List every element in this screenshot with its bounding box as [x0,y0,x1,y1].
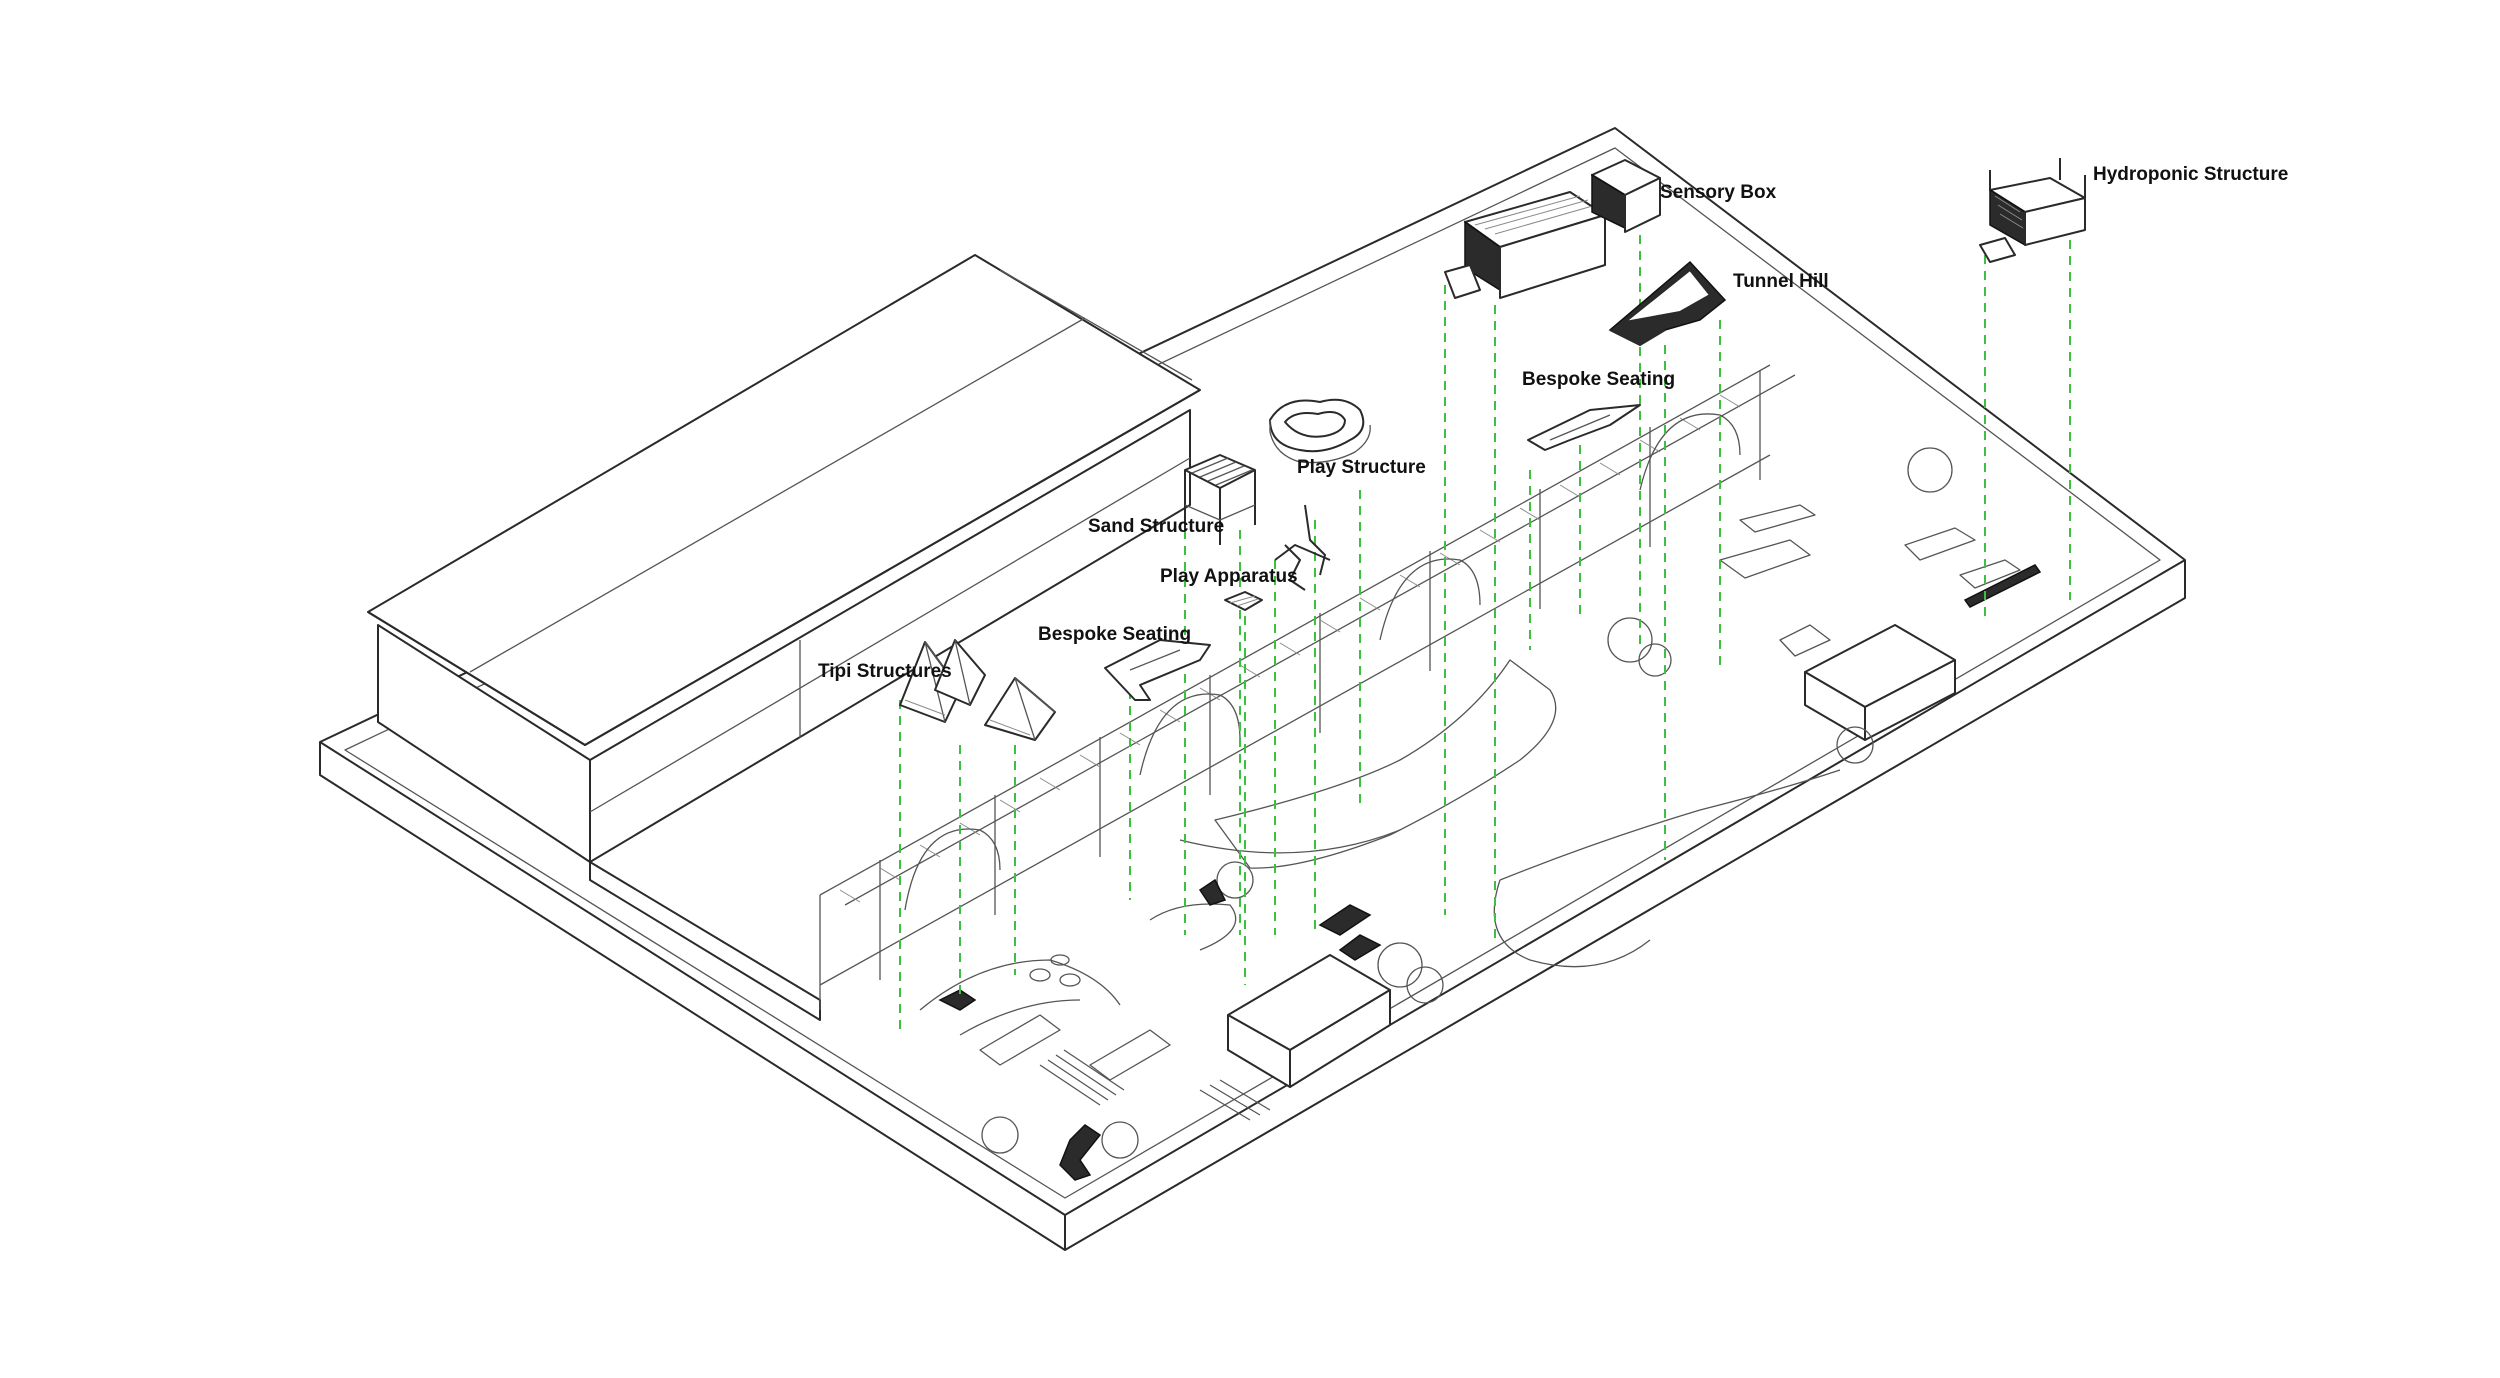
label-sensory-box: Sensory Box [1660,182,1777,203]
ground-bespoke-seating [938,564,2042,1181]
warehouse-building [367,254,1201,1021]
site-base-plate [319,127,2186,1251]
courtyard-features [919,447,2021,1159]
label-tipi-structures: Tipi Structures [818,661,952,682]
label-sand-structure: Sand Structure [1088,516,1224,537]
label-hydroponic-structure: Hydroponic Structure [2093,164,2288,185]
play-structure-object [1269,398,1371,464]
labels: Sensory Box Hydroponic Structure Tunnel … [818,164,2288,682]
label-play-structure: Play Structure [1297,457,1426,478]
label-tunnel-hill: Tunnel Hill [1733,271,1829,292]
tipi-structures [899,639,1056,741]
covered-walkway [819,364,1796,1010]
bespoke-seating-upper-object [1527,404,1641,451]
sand-structure-object [1184,454,1256,545]
hydroponic-structure-object [1979,158,2086,263]
label-play-apparatus: Play Apparatus [1160,566,1298,587]
sensory-box-object [1444,159,1661,299]
label-bespoke-seating-lower: Bespoke Seating [1038,624,1191,645]
play-apparatus-object [1224,504,1331,611]
label-bespoke-seating-upper: Bespoke Seating [1522,369,1675,390]
tunnel-hill-object [1608,260,1727,346]
bespoke-seating-lower-object [1104,639,1211,701]
